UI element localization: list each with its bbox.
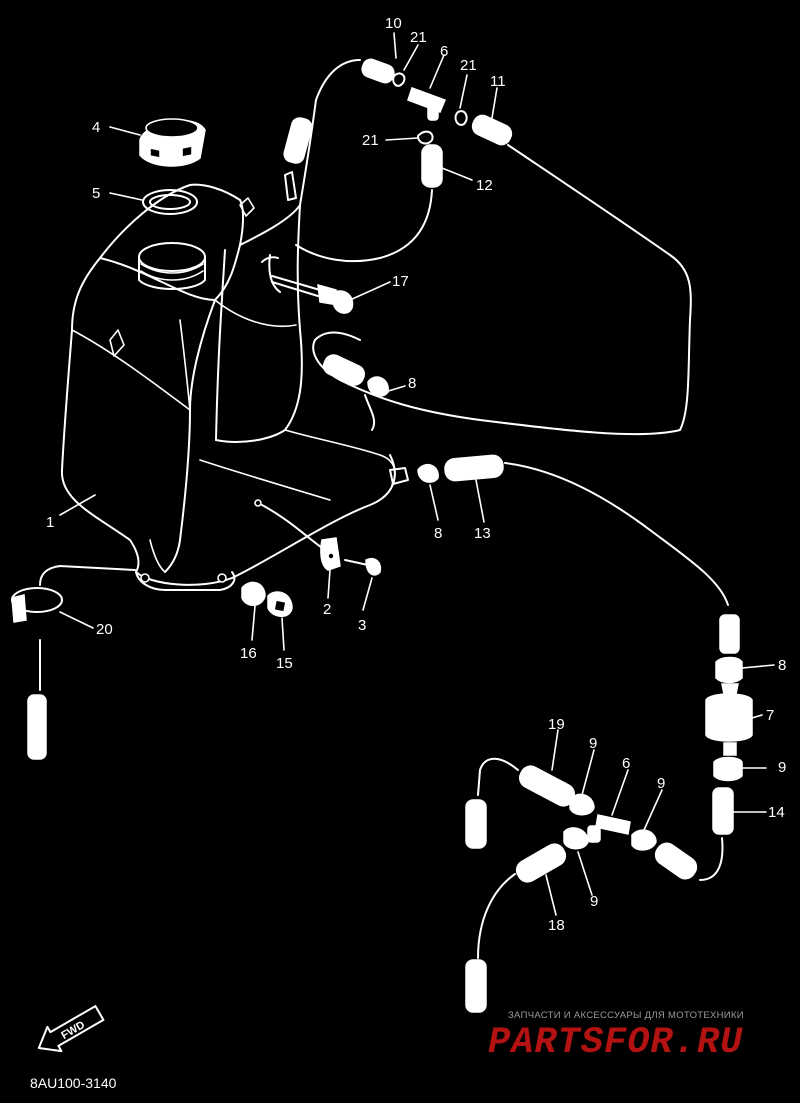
callout-9-right: 9: [657, 775, 665, 792]
callout-8-fuel: 8: [434, 525, 442, 542]
callout-21-right: 21: [460, 57, 477, 74]
callout-10: 10: [385, 15, 402, 32]
callout-6-lower: 6: [622, 755, 630, 772]
callout-8-filter: 8: [778, 657, 786, 674]
callout-7: 7: [766, 707, 774, 724]
callout-14: 14: [768, 804, 785, 821]
callout-21-top: 21: [410, 29, 427, 46]
callout-8-mid: 8: [408, 375, 416, 392]
callout-6-upper: 6: [440, 43, 448, 60]
callout-12: 12: [476, 177, 493, 194]
tank-band: [11, 565, 136, 760]
drain-hose: [322, 354, 389, 431]
cap-gasket: [142, 189, 198, 215]
fuel-line: [417, 454, 729, 606]
bolt: [271, 275, 354, 314]
callout-5: 5: [92, 185, 100, 202]
callout-16: 16: [240, 645, 257, 662]
fuel-tank: [60, 171, 409, 591]
callout-4: 4: [92, 119, 100, 136]
watermark: ЗАПЧАСТИ И АКСЕССУАРЫ ДЛЯ МОТОТЕХНИКИ PA…: [488, 1010, 744, 1064]
callout-numbers: 1 2 3 4 5 6 6 7 8 8 8 9 9 9 9 10 11 12 1…: [46, 15, 786, 934]
drawing-code: 8AU100-3140: [30, 1075, 117, 1091]
fuel-tee-junction: [465, 757, 698, 1013]
vent-hose-routing: [283, 58, 692, 436]
mounting-hardware: [241, 504, 382, 617]
callout-13: 13: [474, 525, 491, 542]
callout-18: 18: [548, 917, 565, 934]
callout-9-filter: 9: [778, 759, 786, 776]
watermark-logo: PARTSFOR.RU: [488, 1022, 743, 1064]
fuel-cap: [139, 118, 206, 167]
fuel-filter-assembly: [699, 614, 753, 881]
watermark-tagline: ЗАПЧАСТИ И АКСЕССУАРЫ ДЛЯ МОТОТЕХНИКИ: [508, 1010, 744, 1021]
callout-9-left: 9: [589, 735, 597, 752]
callout-11: 11: [490, 73, 506, 90]
callout-21-left: 21: [362, 132, 379, 149]
leader-lines: [59, 32, 775, 916]
callout-2: 2: [323, 601, 331, 618]
callout-3: 3: [358, 617, 366, 634]
callout-17: 17: [392, 273, 409, 290]
callout-20: 20: [96, 621, 113, 638]
forward-arrow-icon: FWD: [37, 1005, 105, 1053]
callout-19: 19: [548, 716, 565, 733]
callout-15: 15: [276, 655, 293, 672]
callout-9-bottom: 9: [590, 893, 598, 910]
callout-1: 1: [46, 514, 54, 531]
